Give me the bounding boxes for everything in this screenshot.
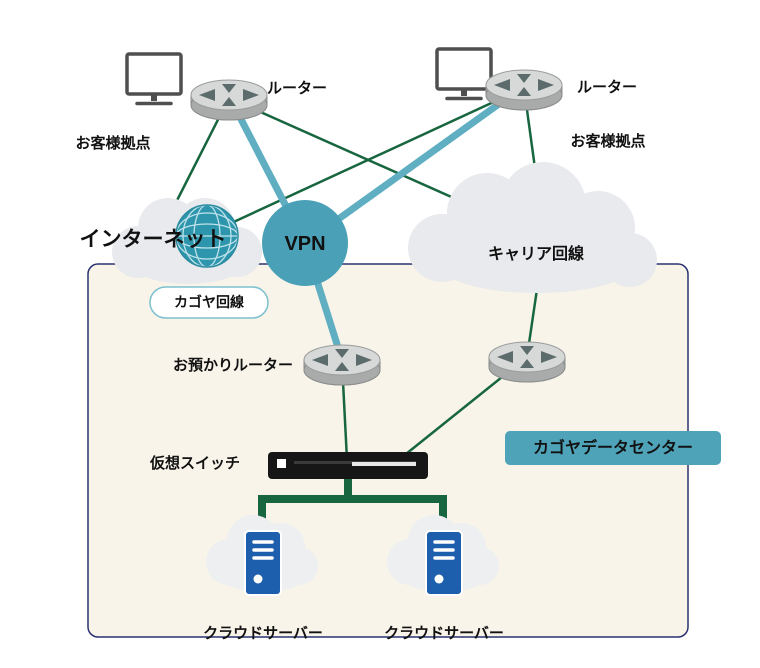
site-right-label: お客様拠点 — [570, 132, 645, 150]
router-right-label: ルーター — [577, 79, 637, 96]
globe-icon — [175, 204, 239, 268]
hosted-router-label: お預かりルーター — [173, 357, 293, 374]
switch-icon — [268, 452, 428, 479]
hosted-router-icon — [303, 344, 381, 386]
router-icon — [190, 79, 268, 121]
cloud-server-right-label: クラウドサーバー — [384, 625, 504, 642]
carrier-cloud-icon — [408, 162, 657, 293]
kagoya-line-label: カゴヤ回線 — [174, 294, 244, 310]
monitor-icon — [125, 52, 183, 106]
switch-server-links — [258, 478, 447, 524]
site-left-label: お客様拠点 — [75, 134, 150, 152]
link-routerR-internet — [213, 86, 525, 233]
vpn-label: VPN — [284, 233, 325, 255]
router-left-label: ルーター — [267, 80, 327, 97]
kagoya-line-badge — [149, 286, 269, 319]
dc-router-icon — [488, 341, 566, 383]
router-icon — [485, 69, 563, 111]
datacenter-label: カゴヤデータセンター — [533, 438, 693, 457]
vpn-circle — [262, 200, 348, 286]
virtual-switch-label: 仮想スイッチ — [149, 454, 240, 472]
cloud-server-left-label: クラウドサーバー — [203, 625, 323, 642]
monitor-icon — [435, 47, 493, 101]
internet-label: インターネット — [80, 228, 227, 251]
link-routerR-vpn — [302, 83, 527, 246]
datacenter-badge — [505, 431, 721, 465]
carrier-line-label: キャリア回線 — [488, 244, 584, 263]
